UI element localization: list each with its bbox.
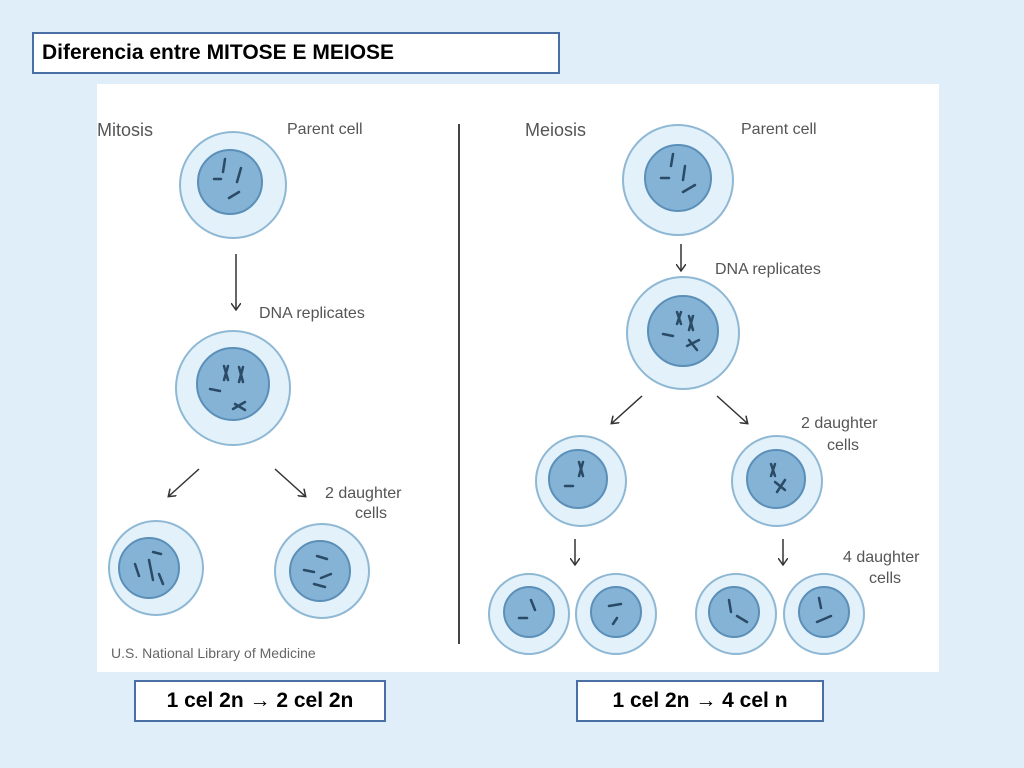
meiosis-parent-cell	[622, 124, 734, 236]
meiosis-daughters-label-2: cells	[827, 437, 859, 454]
meiosis-gamete-cell-4	[783, 573, 865, 655]
slide-title: Diferencia entre MITOSE E MEIOSE	[32, 32, 560, 74]
meiosis-daughters-label-1: 2 daughter	[801, 415, 878, 432]
mitosis-daughter-cell-left	[108, 520, 204, 616]
meiosis-caption: 1 cel 2n → 4 cel n	[576, 680, 824, 722]
mitosis-replicate-label: DNA replicates	[259, 305, 365, 322]
meiosis-four-label-1: 4 daughter	[843, 549, 920, 566]
meiosis-gamete-cell-2	[575, 573, 657, 655]
credit-text: U.S. National Library of Medicine	[111, 645, 316, 661]
mitosis-meiosis-diagram: Mitosis Parent cell DNA replicates 2 dau…	[97, 120, 920, 661]
meiosis-parent-label: Parent cell	[741, 121, 817, 138]
meiosis-right-arrow	[716, 395, 747, 423]
mitosis-daughters-label-2: cells	[355, 505, 387, 522]
mitosis-right-arrow	[274, 468, 305, 496]
mitosis-left-arrow	[169, 468, 200, 496]
meiosis-gamete-cell-1	[488, 573, 570, 655]
meiosis-replicated-cell	[626, 276, 740, 390]
mitosis-parent-label: Parent cell	[287, 121, 363, 138]
meiosis-gamete-cell-3	[695, 573, 777, 655]
meiosis-daughter-cell-left	[535, 435, 627, 527]
mitosis-heading: Mitosis	[97, 120, 153, 140]
meiosis-replicate-label: DNA replicates	[715, 261, 821, 278]
mitosis-caption: 1 cel 2n → 2 cel 2n	[134, 680, 386, 722]
figure-panel: Mitosis Parent cell DNA replicates 2 dau…	[97, 84, 939, 672]
mitosis-daughters-label-1: 2 daughter	[325, 485, 402, 502]
mitosis-parent-cell	[179, 131, 287, 239]
mitosis-daughter-cell-right	[274, 523, 370, 619]
mitosis-replicated-cell	[175, 330, 291, 446]
meiosis-daughter-cell-right	[731, 435, 823, 527]
meiosis-four-label-2: cells	[869, 570, 901, 587]
meiosis-heading: Meiosis	[525, 120, 586, 140]
meiosis-left-arrow	[612, 395, 643, 423]
